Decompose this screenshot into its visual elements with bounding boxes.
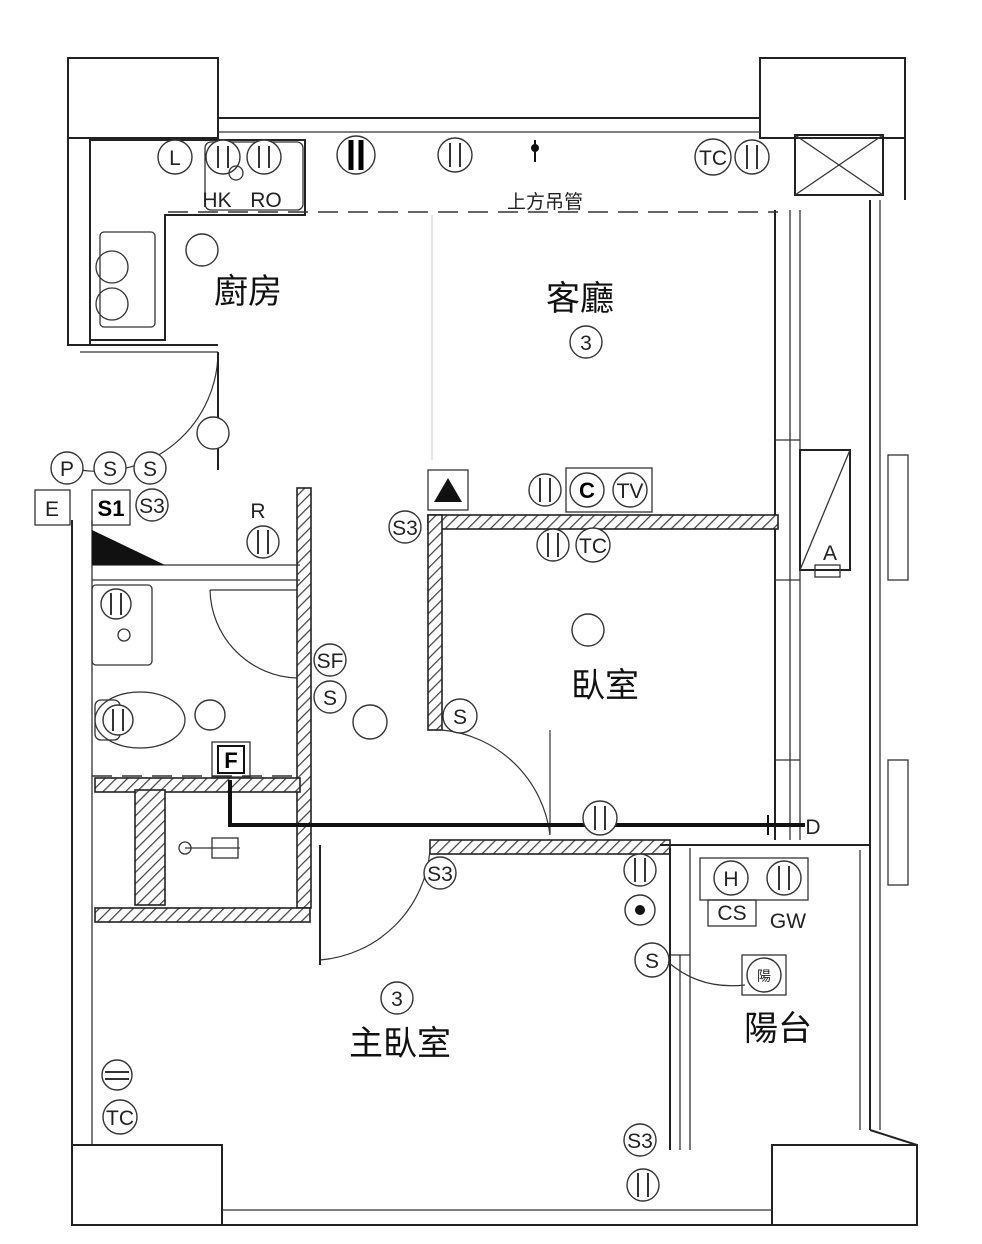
outlet-sink-1 xyxy=(205,139,241,175)
panel-board-icon xyxy=(427,469,469,511)
symbol-e: E xyxy=(34,489,71,526)
svg-text:F: F xyxy=(224,748,237,773)
svg-text:S3: S3 xyxy=(139,495,165,518)
label-hk: HK xyxy=(202,189,231,212)
svg-text:3: 3 xyxy=(391,988,403,1011)
hall-light-icon xyxy=(196,416,230,450)
svg-text:P: P xyxy=(60,458,74,481)
service-line xyxy=(228,780,805,827)
outlet-top-right xyxy=(734,139,770,175)
label-ro: RO xyxy=(250,189,282,212)
outlet-bedroom-bottom xyxy=(582,800,618,836)
svg-text:SF: SF xyxy=(317,650,344,673)
svg-text:CS: CS xyxy=(717,902,746,925)
symbol-p: P xyxy=(50,451,84,485)
svg-text:S: S xyxy=(645,950,659,973)
room-label-bedroom: 臥室 xyxy=(571,666,639,706)
svg-text:S3: S3 xyxy=(392,517,418,540)
outlet-bath-r xyxy=(246,525,280,559)
drain-icon xyxy=(228,165,244,181)
symbol-f: F xyxy=(211,741,251,778)
tv-cable-box: C TV xyxy=(565,467,653,513)
symbol-sf: SF xyxy=(313,643,347,677)
symbol-s-master: S xyxy=(634,942,670,978)
symbol-s-bath: S xyxy=(313,680,347,714)
svg-text:S: S xyxy=(323,687,337,710)
outlet-top xyxy=(437,137,473,173)
svg-text:H: H xyxy=(723,868,738,891)
outer-walls xyxy=(67,57,918,1226)
room-label-master: 主臥室 xyxy=(349,1024,451,1064)
bedroom-light-icon xyxy=(571,613,605,647)
pipe-note: 上方吊管 xyxy=(507,191,583,213)
symbol-s3-master: S3 xyxy=(423,856,457,890)
svg-text:3: 3 xyxy=(580,332,592,355)
outlet-master-1 xyxy=(623,853,657,887)
label-gw: GW xyxy=(770,910,806,933)
outlet-toilet xyxy=(102,704,134,736)
symbol-s-1: S xyxy=(93,451,127,485)
outlet-living-1 xyxy=(528,473,562,507)
room-label-balcony: 陽台 xyxy=(744,1009,812,1049)
symbol-s3-master-2: S3 xyxy=(623,1123,657,1157)
outlet-bedroom-top xyxy=(536,528,570,562)
svg-text:S1: S1 xyxy=(98,496,125,521)
outlet-balcony xyxy=(766,860,802,896)
symbol-s1: S1 xyxy=(91,489,131,526)
svg-text:E: E xyxy=(45,498,59,521)
label-r: R xyxy=(250,500,265,523)
outlet-master-2 xyxy=(101,1059,133,1091)
svg-text:S3: S3 xyxy=(427,863,453,886)
svg-text:S3: S3 xyxy=(627,1130,653,1153)
svg-text:TC: TC xyxy=(106,1107,134,1130)
room-label-living: 客廳 xyxy=(546,279,614,319)
symbol-l: L xyxy=(157,139,193,175)
outlet-basin xyxy=(100,588,132,620)
kitchen-light-icon xyxy=(185,233,219,267)
bedroom-walls xyxy=(79,351,870,1150)
room-number-master: 3 xyxy=(380,981,414,1015)
bath-light-icon xyxy=(194,699,226,731)
svg-text:TC: TC xyxy=(699,147,727,170)
room-number-living: 3 xyxy=(569,325,603,359)
bathroom-core xyxy=(91,487,312,923)
symbol-c: C xyxy=(579,478,595,503)
switch-link xyxy=(667,961,746,987)
svg-text:L: L xyxy=(169,147,181,170)
svg-text:S: S xyxy=(143,458,157,481)
symbol-s-2: S xyxy=(133,451,167,485)
ceiling-fan-icon xyxy=(624,894,656,926)
ac-unit xyxy=(799,449,851,578)
room-label-kitchen: 廚房 xyxy=(214,272,282,312)
symbol-s-bedroom: S xyxy=(442,698,478,734)
symbol-h: H xyxy=(713,860,749,896)
symbol-s3-entry: S3 xyxy=(135,488,169,522)
symbol-tc-bedroom: TC xyxy=(575,527,611,563)
hall-light-2-icon xyxy=(352,704,388,740)
light-point-icon xyxy=(531,140,539,162)
outlet-master-3 xyxy=(626,1168,660,1202)
symbol-s3-living: S3 xyxy=(388,510,422,544)
svg-text:TC: TC xyxy=(579,535,607,558)
symbol-tc-master: TC xyxy=(102,1099,138,1135)
outlet-sink-2 xyxy=(246,139,282,175)
outlet-black xyxy=(336,135,376,175)
kitchen-counter xyxy=(90,139,306,341)
symbol-cs: CS xyxy=(707,899,757,927)
svg-text:陽: 陽 xyxy=(757,969,771,985)
symbol-tv: TV xyxy=(617,480,644,503)
svg-text:S: S xyxy=(103,458,117,481)
label-a: A xyxy=(823,542,837,565)
balcony-light-icon: 陽 xyxy=(741,954,787,996)
symbol-tc-top: TC xyxy=(694,138,732,176)
svg-text:S: S xyxy=(453,706,467,729)
label-d: D xyxy=(805,816,820,839)
